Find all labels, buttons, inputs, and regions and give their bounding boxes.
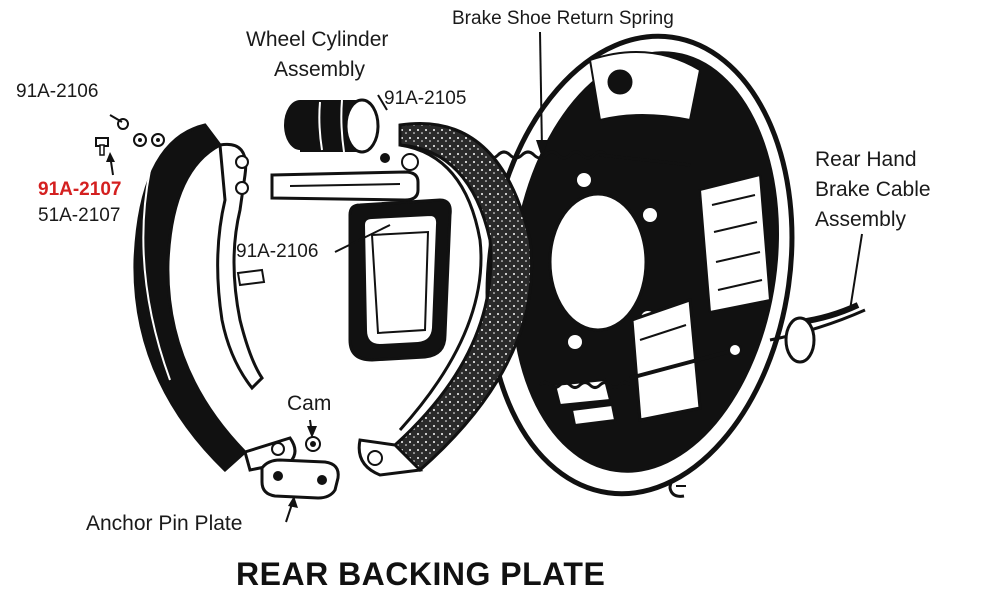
hand-brake-label-line2: Brake Cable — [815, 178, 931, 201]
wheel-cylinder — [284, 98, 390, 163]
part-91a2106-mid-label: 91A-2106 — [236, 241, 319, 262]
lower-spring — [538, 343, 742, 389]
part-91a2105-label: 91A-2105 — [384, 88, 467, 109]
backing-plate — [485, 33, 795, 497]
adjuster-link — [270, 153, 420, 202]
anchor-pin-plate-label: Anchor Pin Plate — [86, 512, 243, 535]
shoe-web-plate — [348, 198, 452, 362]
leader-lines — [106, 31, 863, 523]
hardware-screws — [95, 118, 165, 156]
retainer-key — [236, 268, 266, 287]
return-spring-label: Brake Shoe Return Spring — [452, 8, 674, 29]
hand-brake-label-line3: Assembly — [815, 208, 907, 231]
cam-label: Cam — [287, 392, 332, 415]
part-91a2106-top-label: 91A-2106 — [16, 81, 99, 102]
e-clip — [668, 474, 686, 498]
wheel-cylinder-label-line2: Assembly — [274, 58, 366, 81]
wheel-cylinder-label-line1: Wheel Cylinder — [246, 28, 389, 51]
part-51a2107-label: 51A-2107 — [38, 205, 121, 226]
part-91a2107-label: 91A-2107 — [38, 179, 122, 200]
left-brake-shoe — [133, 123, 297, 473]
right-brake-shoe — [357, 122, 534, 477]
cam-nut — [305, 436, 321, 452]
anchor-pin-plate — [260, 458, 340, 500]
hand-brake-cable — [769, 302, 866, 364]
hand-brake-label-line1: Rear Hand — [815, 148, 917, 171]
diagram-title: REAR BACKING PLATE — [236, 556, 606, 592]
